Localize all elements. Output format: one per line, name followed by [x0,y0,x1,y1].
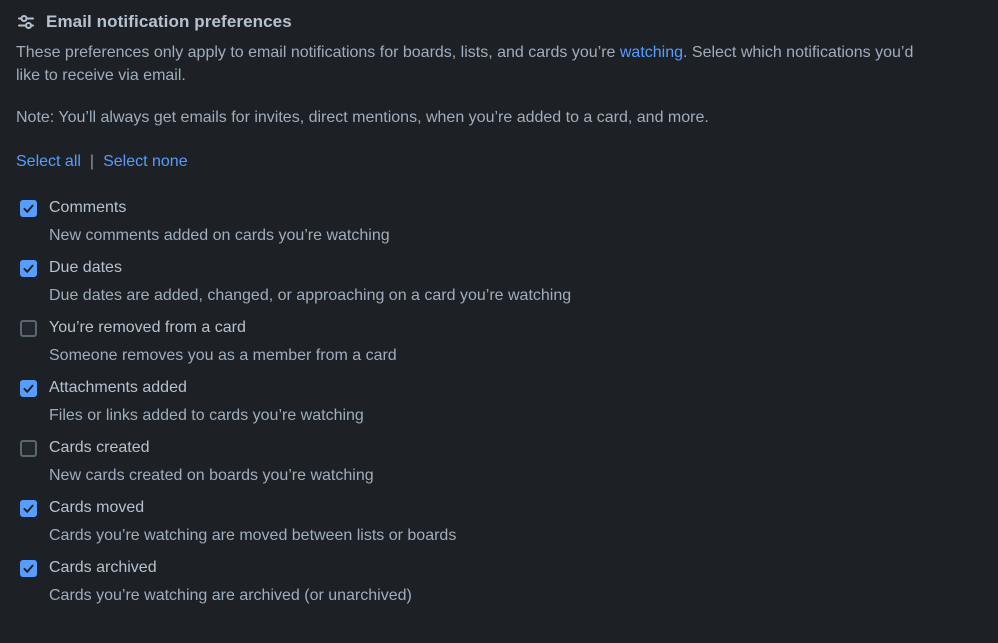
panel-header: Email notification preferences [16,12,944,32]
sliders-icon [16,12,36,32]
select-none-link[interactable]: Select none [103,153,188,170]
preference-checkbox[interactable] [20,439,37,457]
link-separator: | [89,153,95,170]
preference-checkbox[interactable] [20,499,37,517]
preference-checkbox[interactable] [20,199,37,217]
preference-label-row[interactable]: Cards moved [20,494,944,522]
preference-description: New cards created on boards you’re watch… [49,467,374,484]
preference-label-row[interactable]: You’re removed from a card [20,314,944,342]
preference-item: Due dates Due dates are added, changed, … [20,254,944,310]
preference-label-row[interactable]: Cards created [20,434,944,462]
watching-link[interactable]: watching [619,44,684,61]
checkmark-icon [23,264,34,273]
preference-item: Cards archived Cards you’re watching are… [20,554,944,610]
email-notification-preferences-panel: Email notification preferences These pre… [16,12,944,610]
checkmark-icon [23,384,34,393]
intro-text: These preferences only apply to email no… [16,41,941,87]
preference-item: Cards created New cards created on board… [20,434,944,490]
checkmark-icon [23,204,34,213]
checkmark-icon [23,564,34,573]
preference-label: You’re removed from a card [49,319,246,336]
preference-label-row[interactable]: Due dates [20,254,944,282]
preference-label: Cards created [49,439,150,456]
preference-label-row[interactable]: Attachments added [20,374,944,402]
page-title: Email notification preferences [46,12,292,31]
preference-label: Due dates [49,259,122,276]
preference-description: Cards you’re watching are archived (or u… [49,587,412,604]
preference-checkbox[interactable] [20,379,37,397]
preferences-list: Comments New comments added on cards you… [16,194,944,610]
preference-checkbox[interactable] [20,559,37,577]
preference-item: Comments New comments added on cards you… [20,194,944,250]
preference-label-row[interactable]: Comments [20,194,944,222]
preference-checkbox[interactable] [20,259,37,277]
preference-label: Cards archived [49,559,157,576]
intro-after-link: . Select which notifications you’d like … [16,44,914,84]
preference-label: Comments [49,199,127,216]
preference-checkbox[interactable] [20,319,37,337]
preference-description: Cards you’re watching are moved between … [49,527,457,544]
note-text: Note: You’ll always get emails for invit… [16,109,709,126]
preference-description: Someone removes you as a member from a c… [49,347,397,364]
preference-item: You’re removed from a card Someone remov… [20,314,944,370]
intro-before-link: These preferences only apply to email no… [16,44,620,61]
preference-item: Cards moved Cards you’re watching are mo… [20,494,944,550]
select-all-link[interactable]: Select all [16,153,81,170]
preference-label-row[interactable]: Cards archived [20,554,944,582]
preference-label: Attachments added [49,379,187,396]
checkmark-icon [23,504,34,513]
preference-item: Attachments added Files or links added t… [20,374,944,430]
preference-description: Files or links added to cards you’re wat… [49,407,364,424]
preference-description: Due dates are added, changed, or approac… [49,287,572,304]
bulk-actions: Select all | Select none [16,153,944,171]
preference-label: Cards moved [49,499,145,516]
preference-description: New comments added on cards you’re watch… [49,227,390,244]
